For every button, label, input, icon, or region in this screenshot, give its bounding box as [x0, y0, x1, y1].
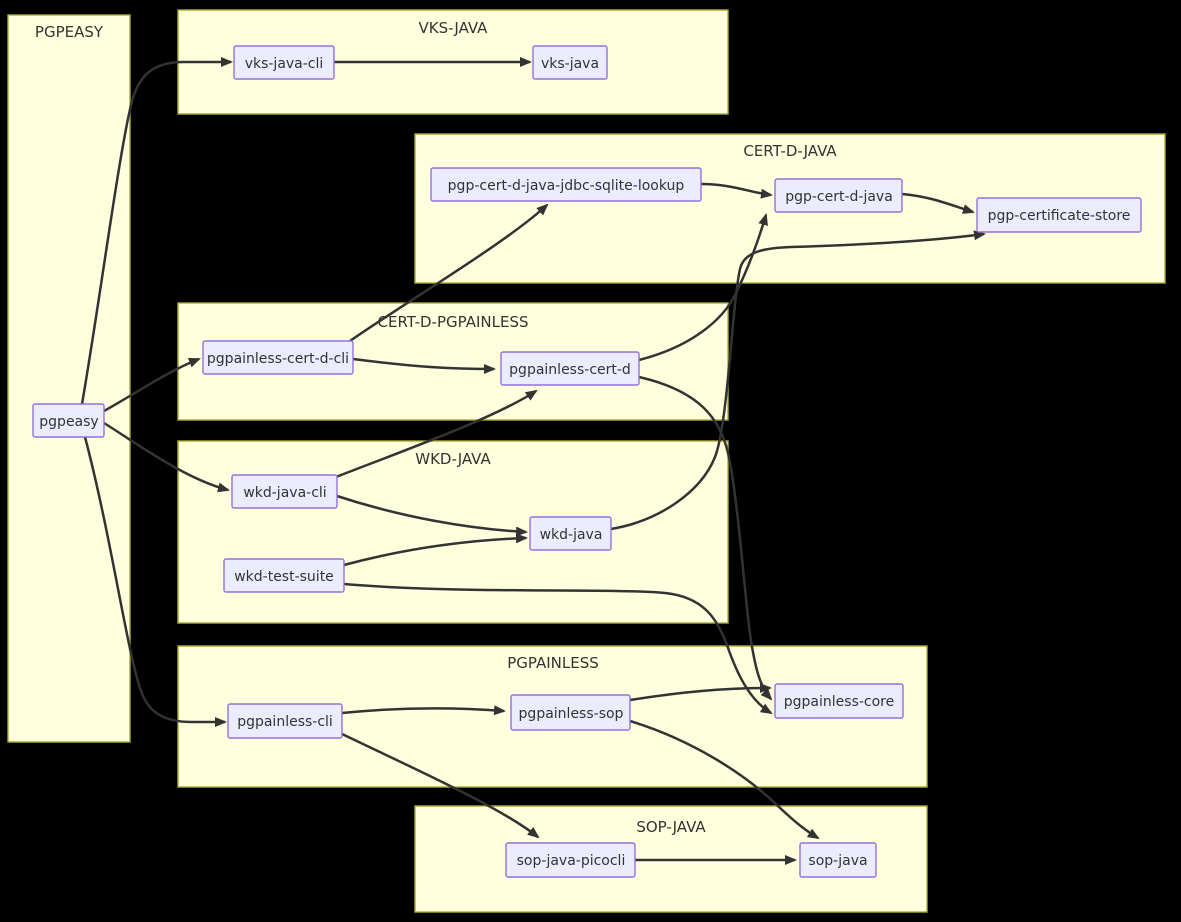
node-vks-java-cli: vks-java-cli: [233, 45, 335, 80]
node-pgpainless-cert-d: pgpainless-cert-d: [500, 351, 640, 386]
node-pgpainless-sop-label: pgpainless-sop: [519, 706, 624, 722]
node-pgpainless-core-box: [774, 683, 904, 719]
node-wkd-java: wkd-java: [529, 516, 612, 551]
cluster-pgpeasy: PGPEASY: [7, 14, 131, 743]
node-wkd-java-label: wkd-java: [540, 527, 603, 543]
edge-wkd-java-to-pgp-certificate-store: [610, 230, 986, 531]
edge-pgpeasy-to-pgpainless-cert-d-cli: [103, 357, 201, 413]
edge-wkd-java-cli-to-wkd-java: [336, 494, 528, 537]
node-vks-java: vks-java: [532, 45, 608, 80]
node-pgp-cert-d-java-jdbc-sqlite-lookup-label: pgp-cert-d-java-jdbc-sqlite-lookup: [448, 178, 685, 194]
cluster-pgpeasy-box: [7, 14, 131, 743]
node-pgpainless-cert-d-cli-label: pgpainless-cert-d-cli: [207, 351, 349, 367]
edge-wkd-test-suite-to-pgpainless-core: [343, 582, 773, 715]
node-pgp-cert-d-java-box: [774, 178, 903, 213]
cluster-wkd-java-box: [177, 440, 729, 624]
node-wkd-java-cli-label: wkd-java-cli: [243, 485, 326, 501]
edge-pgpainless-cert-d-cli-to-lookup: [349, 203, 549, 343]
edge-pgpainless-sop-to-pgpainless-core: [629, 683, 772, 702]
cluster-cert-d-java-title: CERT-D-JAVA: [743, 142, 837, 160]
node-pgp-certificate-store-label: pgp-certificate-store: [988, 208, 1131, 224]
node-vks-java-box: [532, 45, 608, 80]
cluster-vks-java-title: VKS-JAVA: [419, 19, 489, 37]
edge-pgpainless-cli-to-pgpainless-sop: [341, 705, 506, 716]
node-pgpeasy-box: [32, 403, 105, 438]
cluster-pgpeasy-title: PGPEASY: [35, 23, 104, 41]
cluster-sop-java-title: SOP-JAVA: [636, 818, 706, 836]
node-pgpainless-cert-d-label: pgpainless-cert-d: [509, 362, 631, 378]
node-sop-java: sop-java: [799, 842, 877, 878]
node-pgpainless-cert-d-box: [500, 351, 640, 386]
edge-layer: [80, 57, 986, 865]
node-sop-java-picocli-box: [505, 842, 636, 878]
node-wkd-java-cli: wkd-java-cli: [231, 474, 338, 509]
cluster-wkd-java: WKD-JAVA: [177, 440, 729, 624]
node-wkd-java-box: [529, 516, 612, 551]
node-pgp-cert-d-java-jdbc-sqlite-lookup-box: [430, 167, 702, 202]
edge-pgp-cert-d-java-to-pgp-certificate-store: [901, 192, 975, 214]
node-pgpeasy: pgpeasy: [32, 403, 105, 438]
node-vks-java-label: vks-java: [541, 56, 599, 72]
edge-wkd-test-suite-to-wkd-java: [343, 533, 528, 567]
node-wkd-test-suite-label: wkd-test-suite: [234, 569, 334, 585]
edge-pgpainless-cli-to-sop-java-picocli: [339, 731, 540, 839]
node-pgpainless-sop-box: [510, 694, 631, 731]
node-wkd-test-suite-box: [223, 558, 345, 593]
edge-pgpainless-cert-d-to-pgpainless-core: [638, 375, 773, 701]
node-sop-java-picocli-label: sop-java-picocli: [517, 853, 626, 869]
cluster-wkd-java-title: WKD-JAVA: [415, 450, 491, 468]
node-pgpainless-cert-d-cli-box: [202, 340, 354, 375]
node-pgpainless-cli: pgpainless-cli: [227, 703, 343, 739]
edge-pgpeasy-to-wkd-java-cli: [103, 421, 230, 493]
node-pgp-cert-d-java-jdbc-sqlite-lookup: pgp-cert-d-java-jdbc-sqlite-lookup: [430, 167, 702, 202]
cluster-cert-d-pgpainless-title: CERT-D-PGPAINLESS: [378, 313, 529, 331]
edge-lookup-to-pgp-cert-d-java: [700, 182, 773, 199]
cluster-pgpainless-title: PGPAINLESS: [507, 654, 599, 672]
node-pgpeasy-label: pgpeasy: [39, 414, 98, 430]
node-pgpainless-core-label: pgpainless-core: [784, 694, 894, 710]
node-sop-java-box: [799, 842, 877, 878]
edge-pgpeasy-to-vks-java-cli: [80, 57, 233, 405]
node-pgpainless-cli-label: pgpainless-cli: [237, 714, 333, 730]
node-sop-java-picocli: sop-java-picocli: [505, 842, 636, 878]
node-pgpainless-cli-box: [227, 703, 343, 739]
edge-pgpainless-cert-d-cli-to-pgpainless-cert-d: [352, 357, 496, 374]
node-pgpainless-sop: pgpainless-sop: [510, 694, 631, 731]
edge-pgpainless-sop-to-sop-java: [629, 719, 820, 840]
node-pgpainless-cert-d-cli: pgpainless-cert-d-cli: [202, 340, 354, 375]
node-sop-java-label: sop-java: [808, 853, 867, 869]
node-pgp-cert-d-java: pgp-cert-d-java: [774, 178, 903, 213]
node-wkd-test-suite: wkd-test-suite: [223, 558, 345, 593]
edge-pgpeasy-to-pgpainless-cli: [83, 436, 227, 727]
node-pgp-cert-d-java-label: pgp-cert-d-java: [785, 189, 893, 205]
node-wkd-java-cli-box: [231, 474, 338, 509]
edge-wkd-java-cli-to-pgpainless-cert-d: [335, 389, 538, 479]
node-pgp-certificate-store-box: [976, 197, 1142, 233]
node-vks-java-cli-label: vks-java-cli: [245, 56, 324, 72]
node-pgp-certificate-store: pgp-certificate-store: [976, 197, 1142, 233]
node-vks-java-cli-box: [233, 45, 335, 80]
node-pgpainless-core: pgpainless-core: [774, 683, 904, 719]
